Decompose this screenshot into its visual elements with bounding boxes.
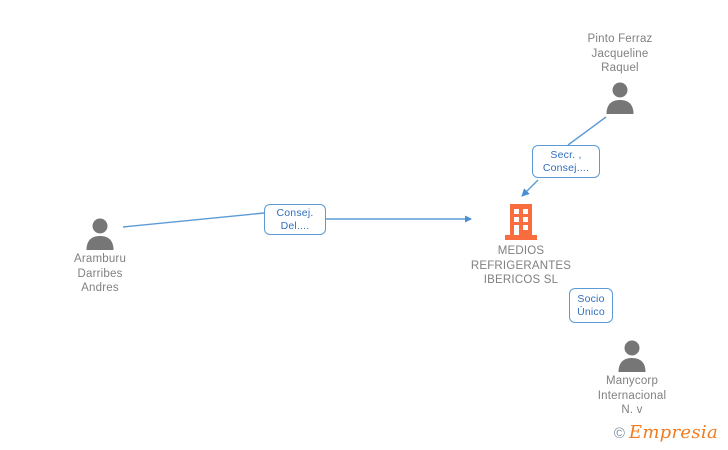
relation-label-consej-del[interactable]: Consej. Del.... [264, 204, 326, 235]
node-manycorp-label: Manycorp Internacional N. v [597, 375, 667, 416]
node-aramburu[interactable]: Aramburu Darribes Andres [25, 216, 175, 296]
node-aramburu-label: Aramburu Darribes Andres [73, 253, 127, 294]
relation-label-secr-consej[interactable]: Secr. , Consej.... [532, 145, 600, 178]
node-company-label: MEDIOS REFRIGERANTES IBERICOS SL [470, 245, 572, 286]
person-icon [25, 216, 175, 250]
building-icon [446, 203, 596, 241]
node-manycorp[interactable]: Manycorp Internacional N. v [557, 338, 707, 418]
node-company[interactable]: MEDIOS REFRIGERANTES IBERICOS SL [446, 203, 596, 288]
edge-pinto-to-label [567, 116, 607, 146]
edge-label-to-company-secr [521, 179, 539, 197]
watermark: © Empresia [614, 424, 718, 442]
node-pinto-ferraz-label: Pinto Ferraz Jacqueline Raquel [587, 33, 653, 74]
person-icon [557, 338, 707, 372]
person-icon [545, 80, 695, 114]
relation-label-socio-unico[interactable]: Socio Único [569, 288, 613, 323]
copyright-symbol: © [613, 424, 625, 442]
brand-name: Empresia [628, 422, 718, 443]
node-pinto-ferraz[interactable]: Pinto Ferraz Jacqueline Raquel [545, 32, 695, 114]
